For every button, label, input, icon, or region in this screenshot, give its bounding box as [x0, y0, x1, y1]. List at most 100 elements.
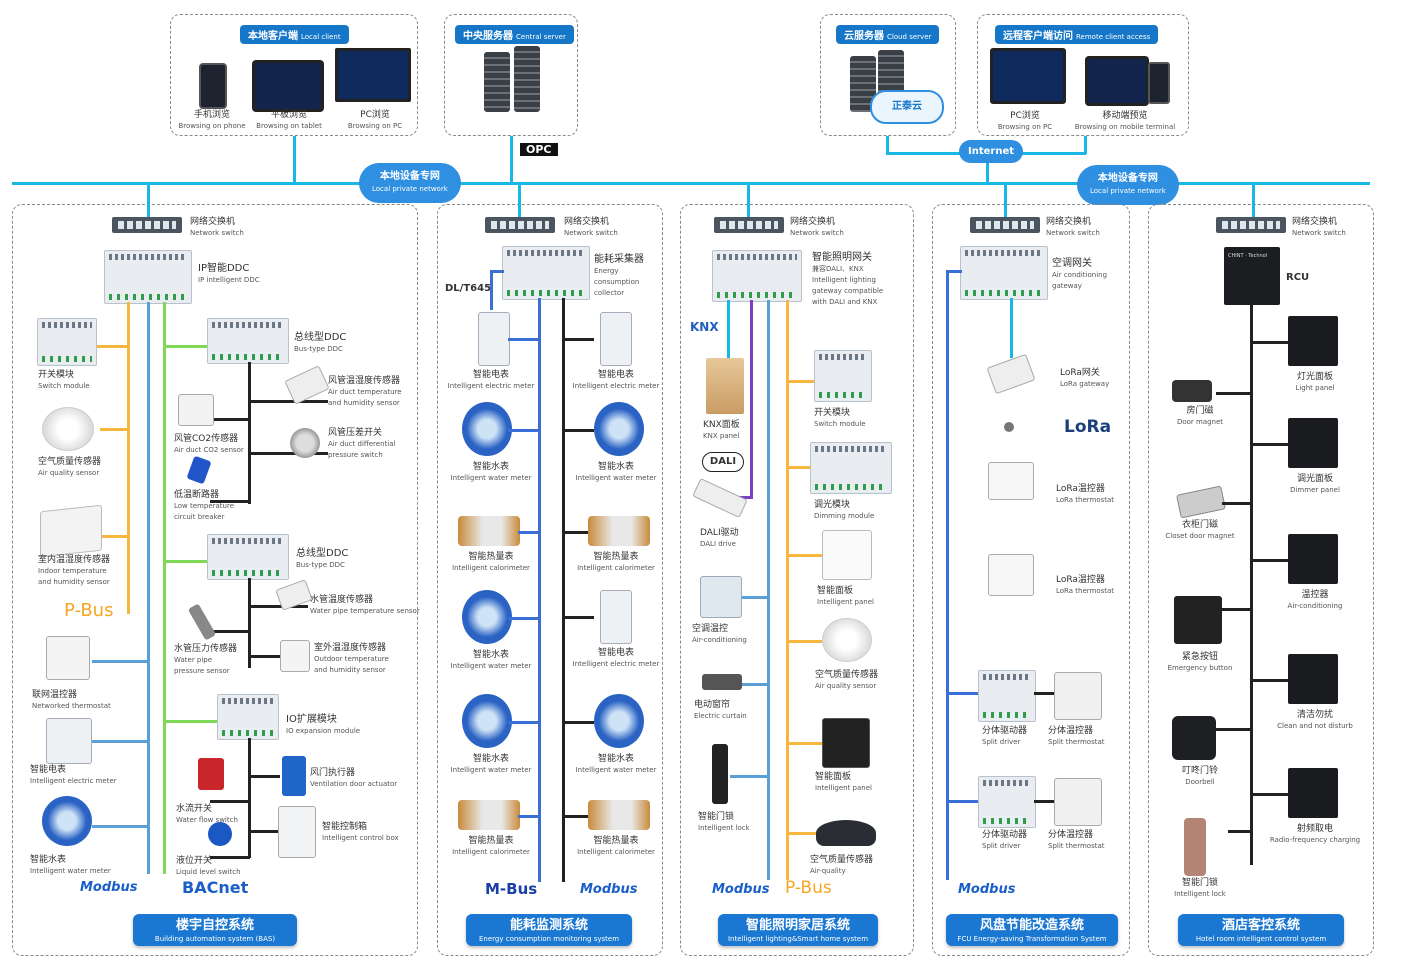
- vent-actuator-icon: [282, 756, 306, 796]
- split-driver-1-device: [978, 670, 1036, 722]
- remote-phone-icon: [1148, 62, 1170, 104]
- local-client-link: [293, 136, 296, 184]
- local-client-group: [170, 14, 418, 136]
- hotel-right-link-0: [1250, 341, 1288, 344]
- energy-right-label-1-zh: 智能水表: [597, 462, 634, 472]
- dimming-link: [786, 466, 814, 469]
- central-server-link: [510, 136, 513, 184]
- energy-left-label-2-zh: 智能热量表: [468, 552, 514, 562]
- split-pair-2-link: [1034, 800, 1056, 803]
- dimming-module-device: [810, 442, 892, 494]
- switch-module-link: [95, 345, 128, 348]
- bas-group: [12, 204, 418, 956]
- lock-link: [730, 775, 768, 778]
- air-sensor-link: [100, 428, 128, 431]
- co2-link: [210, 418, 250, 421]
- hotel-right-icon-2: [1288, 534, 1338, 584]
- hotel-right-icon-3: [1288, 654, 1338, 704]
- cloud-server-group: [820, 14, 956, 136]
- knx-panel-icon: [706, 358, 744, 414]
- hotel-left-label-0-zh: 房门磁: [1186, 406, 1214, 416]
- dali-logo: DALI: [702, 452, 744, 472]
- panel1-link: [786, 554, 822, 557]
- energy-right-label-1-en: Intelligent water meter: [575, 474, 657, 482]
- hotel-uplink: [1252, 184, 1255, 220]
- outdoor-th-link: [248, 655, 298, 658]
- energy-left-link-2: [518, 531, 540, 534]
- hotel-right-link-2: [1250, 559, 1288, 562]
- bas-uplink: [147, 184, 150, 220]
- mbus-logo: M-Bus: [485, 880, 538, 898]
- energy-group: [437, 204, 663, 956]
- hotel-left-label-4-zh: 智能门锁: [1181, 878, 1218, 888]
- split-pair-1-link: [1034, 692, 1056, 695]
- backbone-bus: [12, 182, 1370, 185]
- hotel-left-label-2-zh: 紧急按钮: [1181, 652, 1218, 662]
- knx-line: [727, 300, 730, 390]
- hotel-left-link-2: [1218, 608, 1250, 611]
- energy-left-icon-0: [478, 312, 510, 366]
- energy-network-switch: [485, 217, 555, 233]
- hotel-left-link-0: [1216, 392, 1250, 395]
- energy-left-label-0-en: Intelligent electric meter: [447, 382, 535, 390]
- hotel-left-label-1-zh: 衣柜门磁: [1181, 520, 1218, 530]
- bus-ddc1-link: [163, 345, 208, 348]
- lighting-pbus-logo: P-Bus: [785, 878, 832, 898]
- energy-right-link-1: [562, 429, 594, 432]
- split-driver-2-link: [946, 800, 978, 803]
- energy-left-label-1-en: Intelligent water meter: [450, 474, 532, 482]
- energy-left-label-3-zh: 智能水表: [472, 650, 509, 660]
- pipe-temp-link: [248, 605, 308, 608]
- fcu-modbus-line: [946, 270, 949, 880]
- energy-right-icon-3: [600, 590, 632, 644]
- lt-breaker-link: [210, 500, 250, 503]
- energy-left-label-5-en: Intelligent calorimeter: [452, 848, 530, 856]
- fcu-group: [932, 204, 1130, 956]
- electric-meter-icon: [46, 718, 92, 764]
- energy-right-link-5: [562, 815, 588, 818]
- hotel-left-icon-0: [1172, 380, 1212, 402]
- energy-right-link-0: [562, 338, 594, 341]
- hotel-bus-line: [1250, 305, 1253, 865]
- remote-link: [1084, 136, 1087, 154]
- split-driver-2-device: [978, 776, 1036, 828]
- bus-ddc2-link: [163, 560, 208, 563]
- bacnet-logo: BACnet: [182, 878, 249, 897]
- split-thermostat-1-icon: [1054, 672, 1102, 720]
- energy-right-label-4-en: Intelligent water meter: [575, 766, 657, 774]
- cloud-link: [886, 136, 889, 154]
- hotel-left-label-3-zh: 叮咚门铃: [1181, 766, 1218, 776]
- energy-modbus-line: [562, 298, 565, 882]
- diff-pressure-switch-icon: [290, 428, 320, 458]
- energy-left-icon-5: [458, 800, 520, 830]
- energy-right-icon-4: [594, 694, 644, 748]
- split-driver-1-link: [946, 692, 978, 695]
- hotel-right-icon-4: [1288, 768, 1338, 818]
- energy-right-label-3-zh: 智能电表: [597, 648, 634, 658]
